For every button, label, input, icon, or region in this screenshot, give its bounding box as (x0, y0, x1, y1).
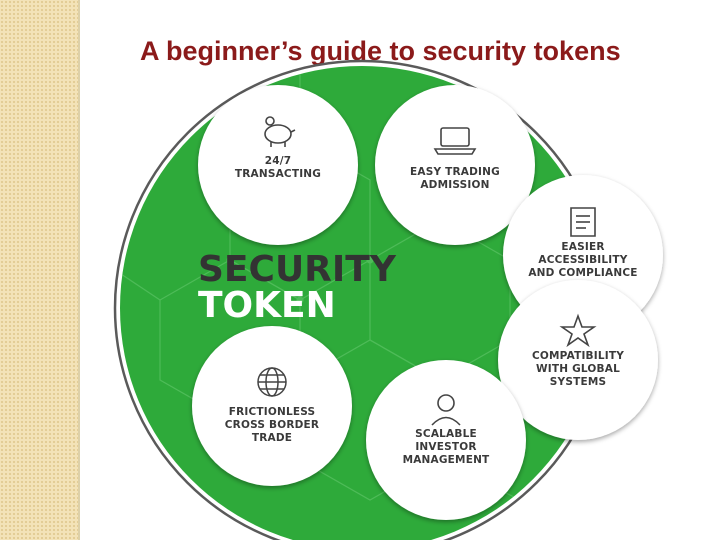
svg-text:EASY TRADING: EASY TRADING (410, 166, 500, 178)
svg-text:ADMISSION: ADMISSION (420, 179, 489, 191)
svg-text:ACCESSIBILITY: ACCESSIBILITY (538, 254, 627, 266)
svg-text:WITH GLOBAL: WITH GLOBAL (536, 363, 620, 375)
scroll-document-icon (570, 207, 596, 237)
node-easy-trading-admission: EASY TRADING ADMISSION (375, 85, 535, 245)
svg-text:AND COMPLIANCE: AND COMPLIANCE (528, 267, 637, 279)
svg-text:INVESTOR: INVESTOR (415, 441, 476, 453)
svg-text:TRANSACTING: TRANSACTING (235, 168, 321, 180)
center-label-security: SECURITY (198, 249, 397, 290)
laptop-icon (433, 127, 477, 155)
node-compatibility-global: COMPATIBILITY WITH GLOBAL SYSTEMS (498, 280, 658, 440)
star-icon (559, 313, 597, 348)
svg-text:TRADE: TRADE (252, 432, 292, 444)
decorative-side-strip (0, 0, 78, 540)
svg-text:COMPATIBILITY: COMPATIBILITY (532, 350, 624, 362)
svg-text:CROSS BORDER: CROSS BORDER (225, 419, 319, 431)
node-24-7-transacting: 24/7 TRANSACTING (198, 85, 358, 245)
svg-text:MANAGEMENT: MANAGEMENT (403, 454, 490, 466)
investor-person-icon (431, 394, 461, 426)
svg-text:24/7: 24/7 (265, 155, 292, 167)
svg-text:EASIER: EASIER (561, 241, 604, 253)
node-scalable-investor: SCALABLE INVESTOR MANAGEMENT (366, 360, 526, 520)
svg-text:SYSTEMS: SYSTEMS (550, 376, 606, 388)
node-frictionless-trade: FRICTIONLESS CROSS BORDER TRADE (192, 326, 352, 486)
side-divider (78, 0, 80, 540)
globe-icon (257, 367, 287, 397)
piggy-bank-icon (264, 116, 296, 147)
svg-text:FRICTIONLESS: FRICTIONLESS (229, 406, 316, 418)
svg-text:SCALABLE: SCALABLE (415, 428, 477, 440)
center-label-token: TOKEN (198, 285, 336, 326)
